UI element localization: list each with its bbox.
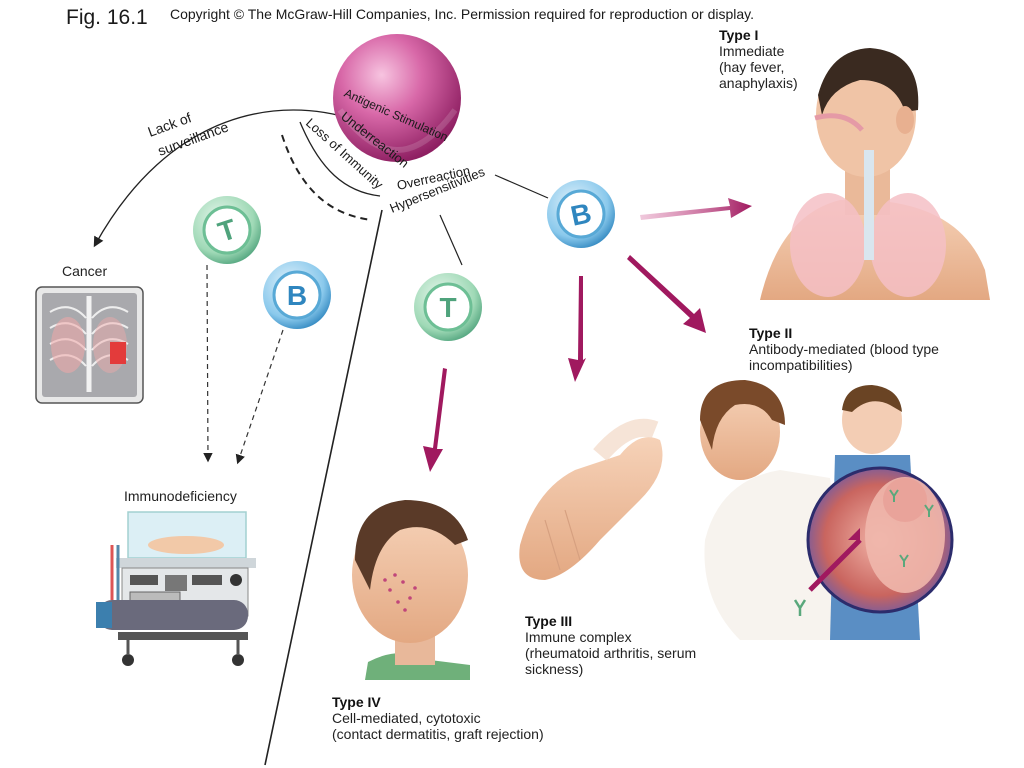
b-cell-right xyxy=(547,180,615,248)
b-cell-left xyxy=(263,261,331,329)
type2-mother-image xyxy=(700,380,954,640)
arrow-to-type1 xyxy=(640,198,752,220)
arrow-to-type3 xyxy=(568,276,586,382)
b-cell-letter: B xyxy=(287,280,307,311)
divider-line xyxy=(264,209,383,766)
type2-line2: incompatibilities) xyxy=(749,357,853,373)
figure-number: Fig. 16.1 xyxy=(66,6,148,29)
type3-line3: sickness) xyxy=(525,661,584,677)
type4-man-image xyxy=(352,500,470,680)
type1-man-image xyxy=(760,48,990,300)
copyright-notice: Copyright © The McGraw-Hill Companies, I… xyxy=(170,6,755,22)
t-cell-letter: T xyxy=(439,292,456,323)
type2-caption: Type II Antibody-mediated (blood type in… xyxy=(749,325,939,373)
arrow-to-type4 xyxy=(423,368,447,472)
t-cell-center xyxy=(414,273,482,341)
loss-immunity-arc xyxy=(281,134,373,221)
type3-hand-image xyxy=(519,418,663,580)
type4-caption: Type IV Cell-mediated, cytotoxic (contac… xyxy=(332,694,544,742)
type3-line1: Immune complex xyxy=(525,629,632,645)
t-cell-left xyxy=(193,196,261,264)
type4-line1: Cell-mediated, cytotoxic xyxy=(332,710,481,726)
type1-line2: (hay fever, xyxy=(719,59,785,75)
antigenic-sphere xyxy=(333,34,461,162)
type3-line2: (rheumatoid arthritis, serum xyxy=(525,645,697,661)
underreaction-arc xyxy=(299,121,381,197)
immunodeficiency-label: Immunodeficiency xyxy=(124,488,237,504)
arrow-to-type2 xyxy=(627,255,706,333)
type2-line1: Antibody-mediated (blood type xyxy=(749,341,939,357)
type1-line3: anaphylaxis) xyxy=(719,75,798,91)
type1-line1: Immediate xyxy=(719,43,785,59)
type3-caption: Type III Immune complex (rheumatoid arth… xyxy=(525,613,696,677)
type2-name: Type II xyxy=(749,325,793,341)
type1-name: Type I xyxy=(719,27,759,43)
incubator-image xyxy=(96,511,256,666)
cancer-label: Cancer xyxy=(62,263,108,279)
cancer-xray-image xyxy=(35,286,144,404)
surveillance-arrow xyxy=(93,109,356,248)
type4-line2: (contact dermatitis, graft rejection) xyxy=(332,726,544,742)
type1-caption: Type I Immediate (hay fever, anaphylaxis… xyxy=(719,27,798,91)
type4-name: Type IV xyxy=(332,694,381,710)
type3-name: Type III xyxy=(525,613,573,629)
